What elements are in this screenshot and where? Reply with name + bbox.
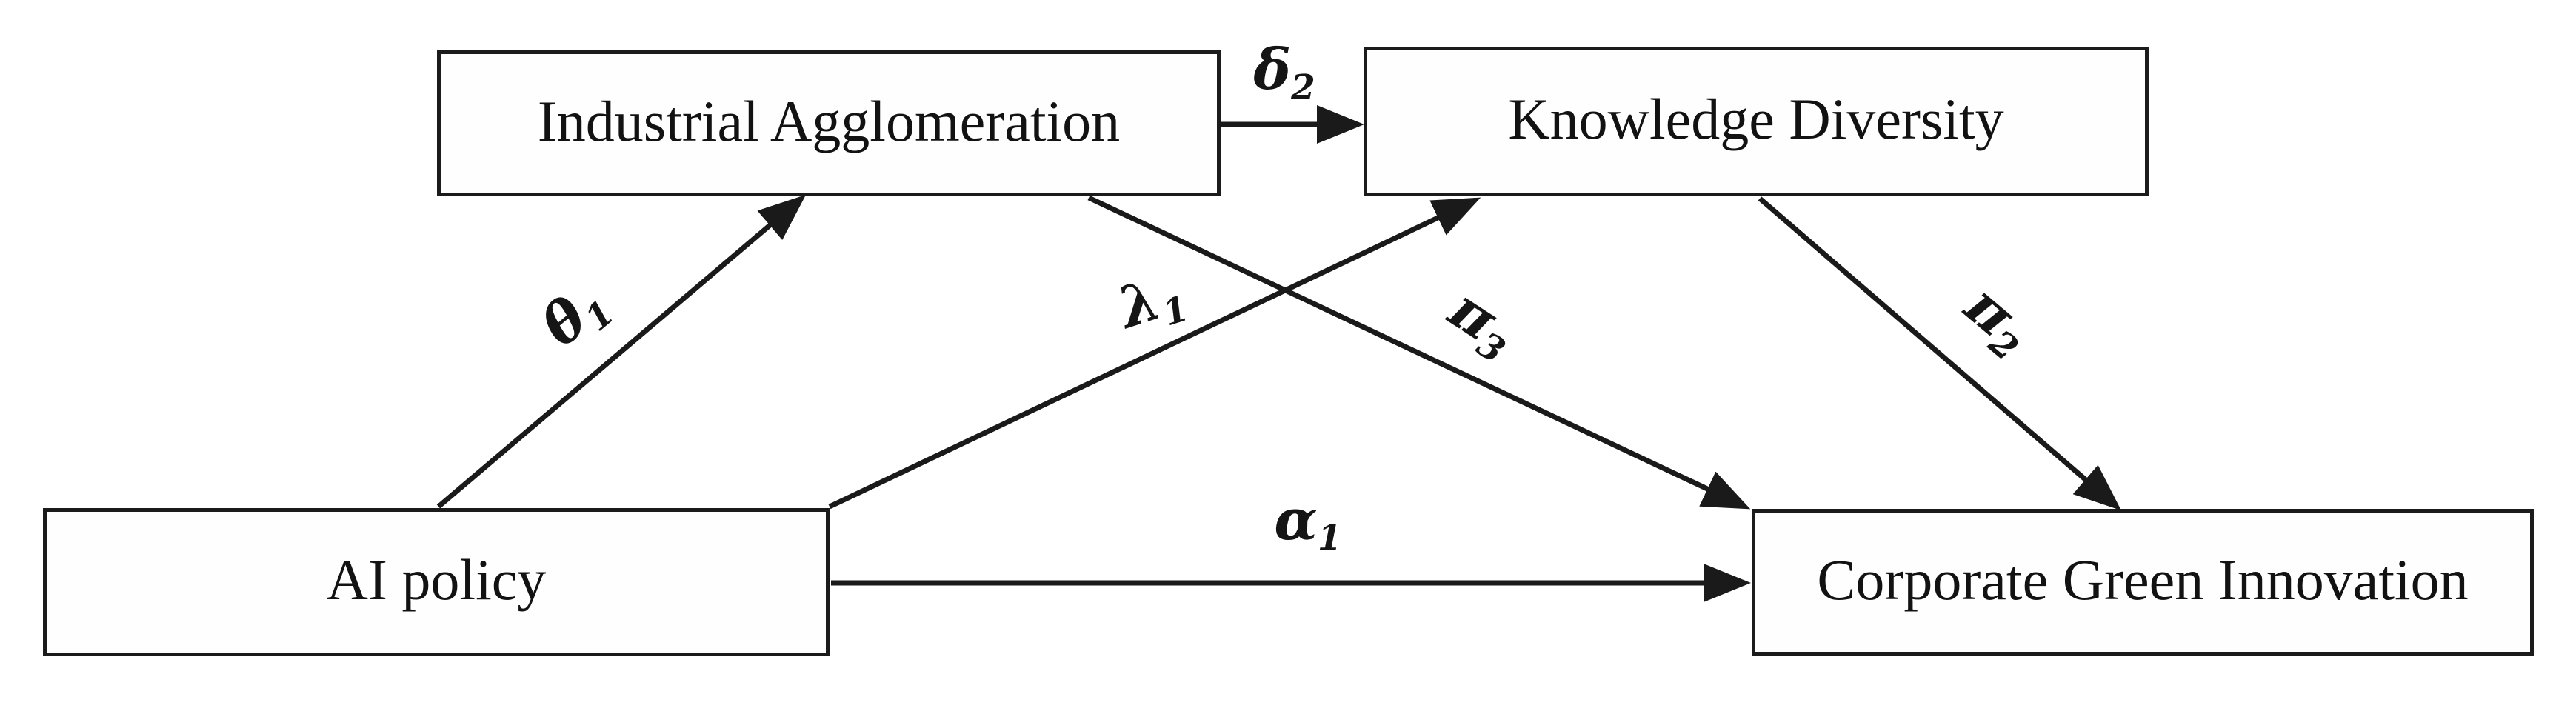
- arrow-lambda1: [828, 197, 1481, 510]
- node-label-industrial-agglomeration: Industrial Agglomeration: [537, 88, 1121, 153]
- node-ai-policy: AI policy: [43, 508, 830, 656]
- node-label-corporate-green-innovation: Corporate Green Innovation: [1817, 547, 2469, 612]
- arrow-theta1: [436, 194, 807, 509]
- node-label-knowledge-diversity: Knowledge Diversity: [1508, 87, 2004, 151]
- node-industrial-agglomeration: Industrial Agglomeration: [437, 50, 1221, 196]
- edge-label-alpha1: α1: [1274, 491, 1342, 558]
- arrow-pi3: [1087, 195, 1751, 510]
- node-corporate-green-innovation: Corporate Green Innovation: [1752, 509, 2534, 656]
- edge-label-delta2: δ2: [1253, 41, 1315, 105]
- node-knowledge-diversity: Knowledge Diversity: [1364, 47, 2149, 196]
- arrow-pi2: [1758, 196, 2122, 511]
- delta-subscript: 2: [1290, 67, 1315, 108]
- alpha-symbol: α: [1274, 486, 1318, 553]
- alpha-subscript: 1: [1317, 518, 1342, 558]
- delta-symbol: δ: [1253, 36, 1291, 102]
- node-label-ai-policy: AI policy: [326, 547, 547, 612]
